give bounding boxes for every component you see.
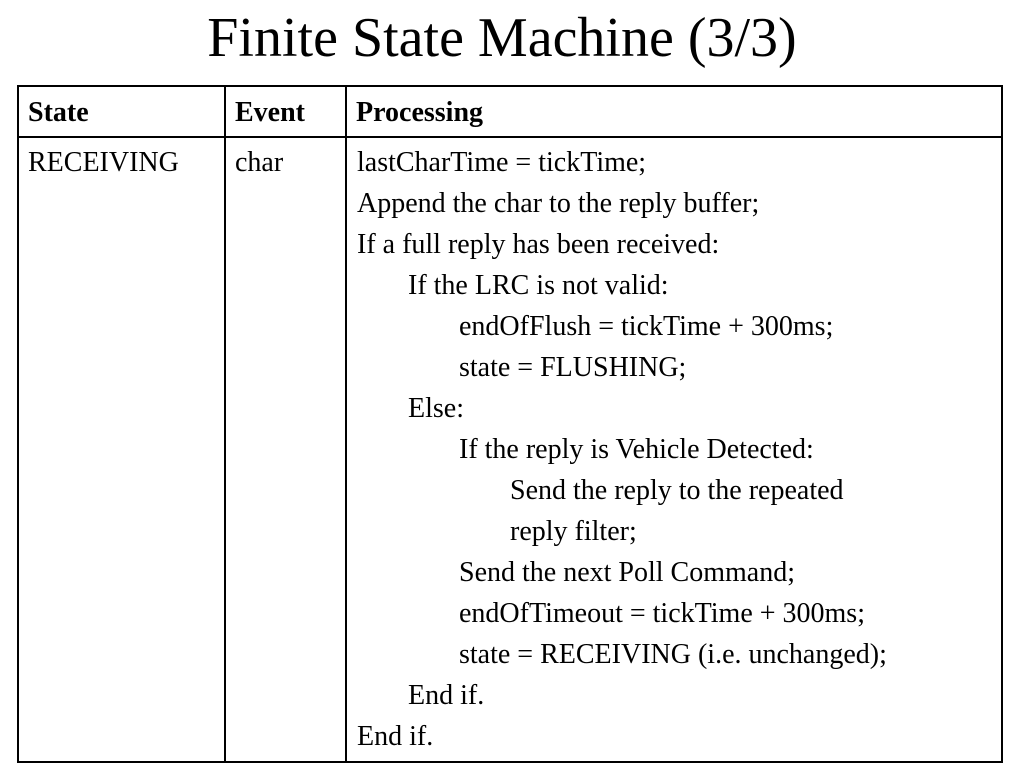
cell-state: RECEIVING <box>17 136 226 763</box>
processing-line: reply filter; <box>510 516 637 547</box>
processing-line: state = FLUSHING; <box>459 352 687 383</box>
processing-line: If a full reply has been received: <box>357 229 720 260</box>
processing-line: state = RECEIVING (i.e. unchanged); <box>459 639 887 670</box>
processing-line: endOfFlush = tickTime + 300ms; <box>459 311 834 342</box>
processing-line: If the LRC is not valid: <box>408 270 669 301</box>
processing-line: End if. <box>357 721 434 752</box>
processing-line: Send the next Poll Command; <box>459 557 795 588</box>
table-header-row: State Event Processing <box>17 85 1003 138</box>
cell-event: char <box>224 136 347 763</box>
header-state: State <box>17 85 226 138</box>
table-row: RECEIVING char lastCharTime = tickTime; … <box>17 136 1003 763</box>
cell-processing: lastCharTime = tickTime; Append the char… <box>345 136 1003 763</box>
processing-line: endOfTimeout = tickTime + 300ms; <box>459 598 865 629</box>
page-title: Finite State Machine (3/3) <box>207 7 797 69</box>
processing-line: End if. <box>408 680 485 711</box>
processing-line: Send the reply to the repeated <box>510 475 844 506</box>
state-machine-table: State Event Processing RECEIVING char la… <box>17 85 1003 763</box>
processing-line: Else: <box>408 393 464 424</box>
processing-line: If the reply is Vehicle Detected: <box>459 434 814 465</box>
header-event: Event <box>224 85 347 138</box>
processing-line: Append the char to the reply buffer; <box>357 188 760 219</box>
processing-line: lastCharTime = tickTime; <box>357 147 647 178</box>
header-processing: Processing <box>345 85 1003 138</box>
